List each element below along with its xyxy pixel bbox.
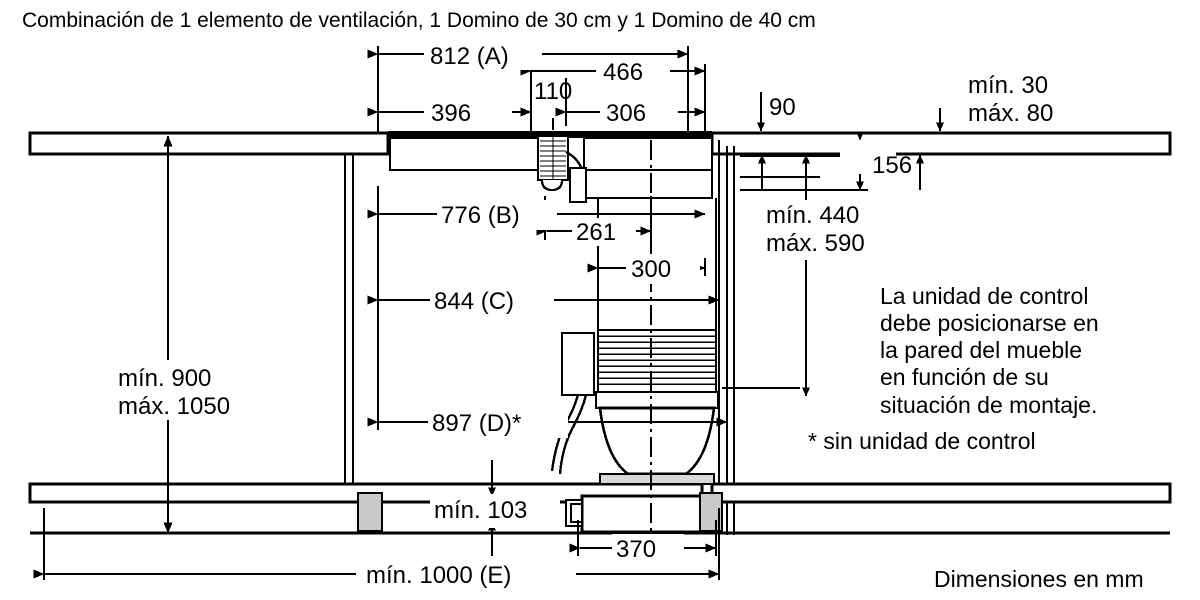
dim-label-396: 396 [431, 100, 472, 127]
dim-label-min1000: mín. 1000 (E) [366, 562, 512, 589]
note-footnote: * sin unidad de control [808, 428, 1036, 454]
dim-label-370: 370 [616, 536, 657, 563]
dim-label-min900-max1050: mín. 900 máx. 1050 [118, 365, 231, 421]
dim-label-466: 466 [603, 59, 644, 86]
dim-label-min103: mín. 103 [434, 497, 528, 524]
page-title: Combinación de 1 elemento de ventilación… [22, 9, 816, 32]
label-masks [356, 40, 896, 592]
note-control-unit: La unidad de control debe posicionarse e… [880, 283, 1099, 418]
plinth-blocks [357, 492, 723, 532]
dim-label-306: 306 [606, 100, 647, 127]
bottom-duct [564, 494, 722, 534]
units-note: Dimensiones en mm [934, 566, 1144, 592]
worktop-upper [28, 131, 1172, 156]
dim-label-812: 812 (A) [430, 43, 509, 70]
dim-label-897: 897 (D)* [432, 410, 522, 437]
dim-label-90: 90 [769, 94, 796, 121]
dim-label-776: 776 (B) [441, 202, 520, 229]
dim-label-844: 844 (C) [434, 288, 515, 315]
dim-label-min30-max80: mín. 30 máx. 80 [968, 72, 1054, 128]
dim-label-110: 110 [534, 78, 573, 105]
dimline-min440max590 [740, 154, 924, 200]
control-unit [550, 331, 596, 475]
dim-label-min440-max590: mín. 440 máx. 590 [766, 202, 865, 258]
dim-label-300: 300 [631, 256, 672, 283]
ventilation-element [536, 134, 588, 204]
dim-label-261: 261 [576, 219, 617, 246]
motor-fan-unit [594, 198, 720, 486]
dim-label-156: 156 [872, 152, 913, 179]
